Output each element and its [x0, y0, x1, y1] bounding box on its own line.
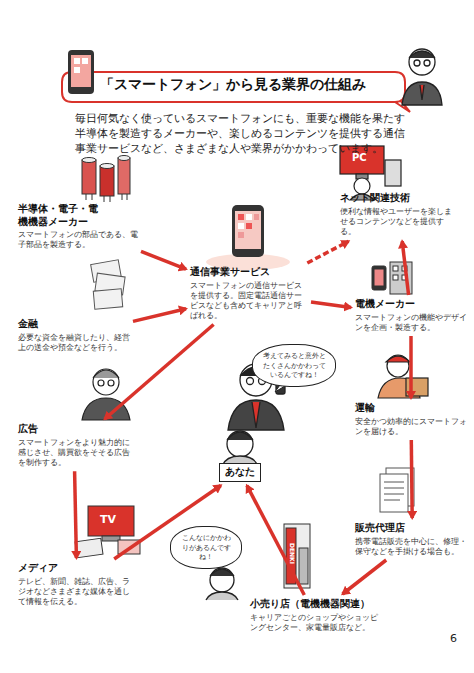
picture-label: PC [352, 152, 367, 163]
industry-node: ネット関連技術便利な情報やユーザーを楽しませるコンテンツなどを提供する。 [340, 192, 458, 237]
flow-arrow [410, 440, 414, 518]
node-heading: 販売代理店 [355, 522, 470, 535]
young-man-picture [206, 568, 238, 600]
you-figure [222, 431, 258, 466]
document-picture [380, 468, 414, 512]
delivery-picture [378, 355, 428, 398]
capacitor-picture [82, 156, 130, 203]
smartphone-picture [232, 205, 264, 257]
node-heading: 金融 [18, 318, 130, 331]
phone-icon [68, 50, 94, 94]
flow-arrow [75, 471, 77, 558]
industry-node: 電機メーカースマートフォンの機能やデザインを企画・製造する。 [355, 298, 467, 333]
flow-arrow [402, 241, 408, 295]
node-description: スマートフォンをより魅力的に感じさせ、購買欲をそそる広告を制作する。 [18, 438, 130, 469]
node-description: スマートフォンの通信サービスを提供する。固定電話通信サービスなども含めてキャリア… [190, 281, 308, 322]
industry-node: 金融必要な資金を融資したり、経営上の送金や預金などを行う。 [18, 318, 130, 353]
picture-label: DENKI [289, 543, 296, 564]
intro-text: 毎日何気なく使っているスマートフォンにも、重要な機能を果たす半導体を製造するメー… [75, 111, 405, 157]
flow-arrow [311, 302, 351, 307]
flow-arrow [133, 309, 186, 322]
industry-node: 広告スマートフォンをより魅力的に感じさせ、購買欲をそそる広告を制作する。 [18, 423, 130, 468]
node-heading: ネット関連技術 [340, 192, 458, 205]
node-heading: 広告 [18, 423, 130, 436]
node-description: 便利な情報やユーザーを楽しませるコンテンツなどを提供する。 [340, 207, 458, 238]
flow-arrow [141, 251, 186, 269]
flow-arrow [307, 241, 348, 263]
node-heading: 小売り店（電機機器関連） [250, 598, 380, 611]
ad-person-picture [82, 369, 130, 420]
node-description: テレビ、新聞、雑誌、広告、ラジオなどさまざまな媒体を通して情報を伝える。 [18, 577, 136, 608]
industry-node: 通信事業サービススマートフォンの通信サービスを提供する。固定電話通信サービスなど… [190, 266, 308, 322]
you-box: あなた [219, 463, 261, 482]
industry-node: メディアテレビ、新聞、雑誌、広告、ラジオなどさまざまな媒体を通して情報を伝える。 [18, 562, 136, 607]
industry-node: 半導体・電子・電機機器メーカースマートフォンの部品である、電子部品を製造する。 [18, 203, 138, 251]
flow-arrow [409, 336, 413, 398]
node-heading: メディア [18, 562, 136, 575]
node-description: キャリアごとのショップやショッピングセンター、家電量販店など。 [250, 613, 380, 634]
speech-bubble: 考えてみると意外とたくさんかかわっているんですね！ [252, 344, 336, 387]
node-heading: 電機メーカー [355, 298, 467, 311]
node-description: スマートフォンの部品である、電子部品を製造する。 [18, 230, 138, 251]
node-description: スマートフォンの機能やデザインを企画・製造する。 [355, 313, 467, 334]
picture-label: TV [100, 513, 116, 526]
banknote-picture [91, 260, 125, 309]
node-heading: 運輸 [355, 402, 467, 415]
node-heading: 半導体・電子・電機機器メーカー [18, 203, 106, 228]
page-number: 6 [450, 632, 457, 645]
flow-arrow [343, 560, 387, 594]
node-heading: あなた [223, 466, 257, 479]
industry-node: 小売り店（電機機器関連） キャリアごとのショップやショッピングセンター、家電量販店… [250, 598, 380, 633]
industry-node: 販売代理店携帯電話販売を中心に、修理・保守などを手掛ける場合も。 [355, 522, 470, 557]
presenter-figure [402, 49, 442, 105]
title-banner [62, 72, 410, 112]
title: 「スマートフォン」から見る業界の仕組み [100, 76, 366, 94]
flow-arrow [247, 486, 304, 596]
industry-node: 運輸安全かつ効率的にスマートフォンを届ける。 [355, 402, 467, 437]
bubble-text: こんなにかかわりがあるんですね！ [179, 533, 233, 562]
bubble-text: 考えてみると意外とたくさんかかわっているんですね！ [261, 351, 327, 380]
node-heading: 通信事業サービス [190, 266, 308, 279]
node-description: 携帯電話販売を中心に、修理・保守などを手掛ける場合も。 [355, 537, 470, 558]
speech-bubble: こんなにかかわりがあるんですね！ [170, 526, 242, 569]
node-description: 必要な資金を融資したり、経営上の送金や預金などを行う。 [18, 333, 130, 354]
node-description: 安全かつ効率的にスマートフォンを届ける。 [355, 417, 467, 438]
